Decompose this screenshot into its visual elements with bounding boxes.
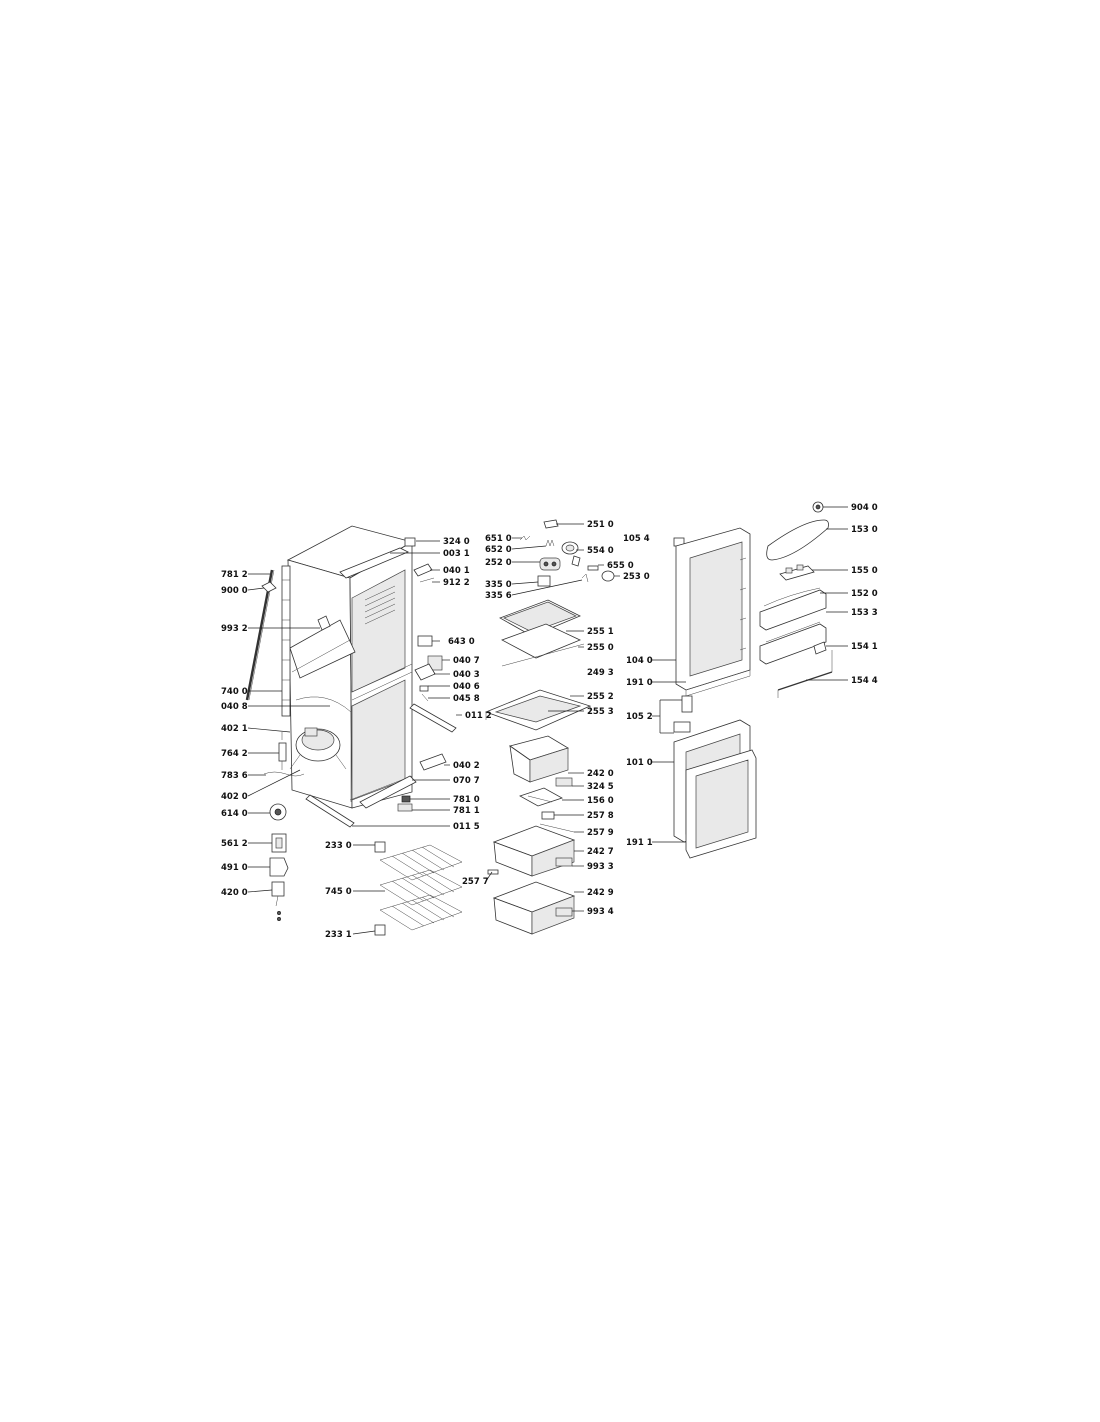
- label-993-2: 993 2: [221, 624, 248, 634]
- cabinet-hardware-drawing: [305, 537, 457, 828]
- label-740-0: 740 0: [221, 687, 248, 697]
- wire-shelves-drawing: [374, 841, 463, 936]
- label-191-1: 191 1: [626, 838, 653, 848]
- part-number-labels: 781 2 900 0 993 2 740 0 040 8 402 1 764 …: [221, 503, 878, 940]
- label-561-2: 561 2: [221, 839, 248, 849]
- label-904-0: 904 0: [851, 503, 878, 513]
- label-993-3: 993 3: [587, 862, 614, 872]
- label-781-0: 781 0: [453, 795, 480, 805]
- label-154-1: 154 1: [851, 642, 878, 652]
- label-105-4: 105 4: [623, 534, 650, 544]
- label-324-0: 324 0: [443, 537, 470, 547]
- label-745-0: 745 0: [325, 887, 352, 897]
- label-040-2: 040 2: [453, 761, 480, 771]
- central-parts-drawing: [484, 519, 615, 935]
- label-233-0: 233 0: [325, 841, 352, 851]
- label-040-3: 040 3: [453, 670, 480, 680]
- label-651-0: 651 0: [485, 534, 512, 544]
- label-252-0: 252 0: [485, 558, 512, 568]
- label-154-4: 154 4: [851, 676, 878, 686]
- label-003-1: 003 1: [443, 549, 470, 559]
- label-040-1: 040 1: [443, 566, 470, 576]
- label-335-6: 335 6: [485, 591, 512, 601]
- label-764-2: 764 2: [221, 749, 248, 759]
- label-257-8: 257 8: [587, 811, 614, 821]
- label-251-0: 251 0: [587, 520, 614, 530]
- label-993-4: 993 4: [587, 907, 614, 917]
- label-781-2: 781 2: [221, 570, 248, 580]
- label-491-0: 491 0: [221, 863, 248, 873]
- label-233-1: 233 1: [325, 930, 352, 940]
- label-105-2: 105 2: [626, 712, 653, 722]
- label-652-0: 652 0: [485, 545, 512, 555]
- label-912-2: 912 2: [443, 578, 470, 588]
- label-011-2: 011 2: [465, 711, 492, 721]
- label-242-7: 242 7: [587, 847, 614, 857]
- label-070-7: 070 7: [453, 776, 480, 786]
- label-255-3: 255 3: [587, 707, 614, 717]
- label-156-0: 156 0: [587, 796, 614, 806]
- label-335-0: 335 0: [485, 580, 512, 590]
- label-402-1: 402 1: [221, 724, 248, 734]
- label-045-8: 045 8: [453, 694, 480, 704]
- label-153-3: 153 3: [851, 608, 878, 618]
- label-104-0: 104 0: [626, 656, 653, 666]
- label-152-0: 152 0: [851, 589, 878, 599]
- label-153-0: 153 0: [851, 525, 878, 535]
- label-255-1: 255 1: [587, 627, 614, 637]
- label-324-5: 324 5: [587, 782, 614, 792]
- cabinet-drawing: [286, 525, 414, 809]
- left-parts-drawing: [245, 565, 347, 921]
- label-253-0: 253 0: [623, 572, 650, 582]
- label-257-7: 257 7: [462, 877, 489, 887]
- leader-lines: [247, 506, 848, 935]
- label-554-0: 554 0: [587, 546, 614, 556]
- label-643-0: 643 0: [448, 637, 475, 647]
- label-783-6: 783 6: [221, 771, 248, 781]
- label-242-9: 242 9: [587, 888, 614, 898]
- label-255-2: 255 2: [587, 692, 614, 702]
- label-040-6: 040 6: [453, 682, 480, 692]
- label-101-0: 101 0: [626, 758, 653, 768]
- label-614-0: 614 0: [221, 809, 248, 819]
- label-249-3: 249 3: [587, 668, 614, 678]
- label-257-9: 257 9: [587, 828, 614, 838]
- label-191-0: 191 0: [626, 678, 653, 688]
- label-255-0: 255 0: [587, 643, 614, 653]
- label-040-7: 040 7: [453, 656, 480, 666]
- label-420-0: 420 0: [221, 888, 248, 898]
- label-900-0: 900 0: [221, 586, 248, 596]
- doors-drawing: [673, 527, 757, 859]
- label-040-8: 040 8: [221, 702, 248, 712]
- accessories-drawing: [759, 501, 833, 698]
- label-011-5: 011 5: [453, 822, 480, 832]
- label-402-0: 402 0: [221, 792, 248, 802]
- label-781-1: 781 1: [453, 806, 480, 816]
- label-242-0: 242 0: [587, 769, 614, 779]
- label-155-0: 155 0: [851, 566, 878, 576]
- label-655-0: 655 0: [607, 561, 634, 571]
